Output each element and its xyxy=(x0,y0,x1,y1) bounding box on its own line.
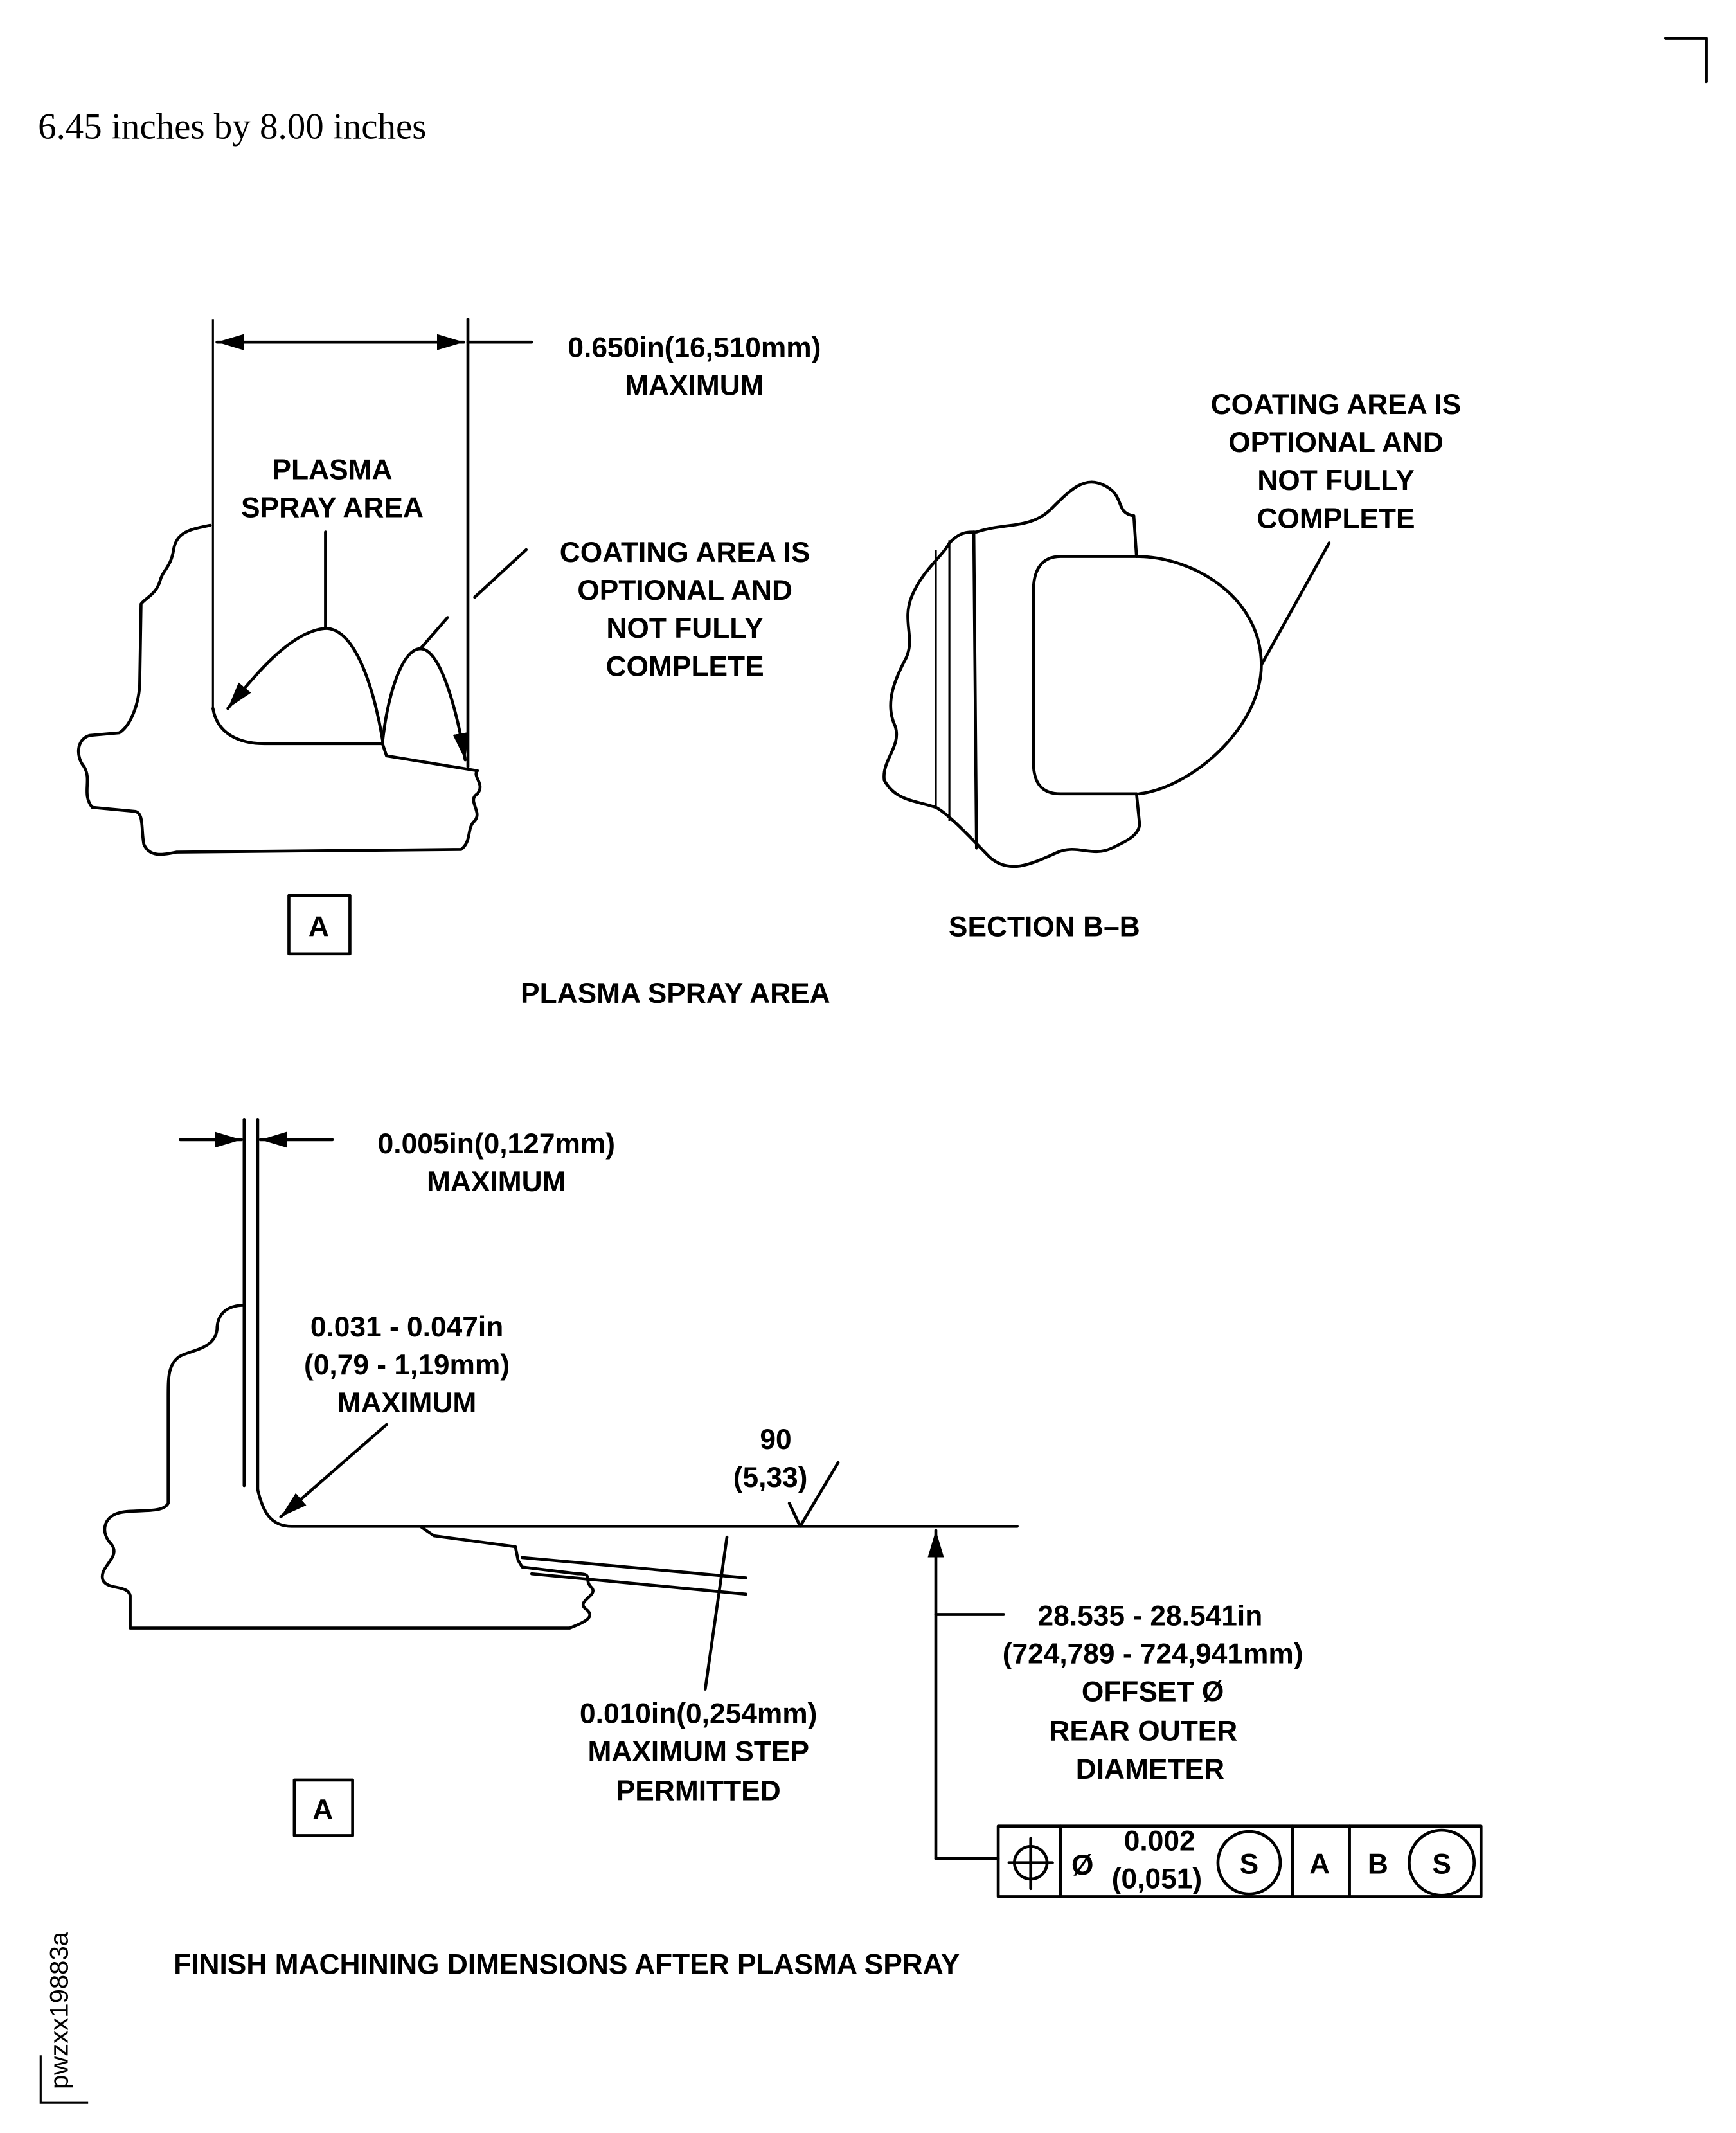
coating-note: COATING AREA IS xyxy=(1211,389,1462,420)
modifier-circle xyxy=(1216,1830,1282,1896)
leader-line xyxy=(418,616,449,651)
coating-bulge xyxy=(1134,555,1263,796)
step-profile xyxy=(418,1525,580,1576)
figure-id: pwzxx19883a xyxy=(46,1931,74,2089)
section-line xyxy=(972,530,978,850)
coating-note: NOT FULLY xyxy=(1257,465,1414,496)
leader-line xyxy=(279,1423,388,1518)
fillet-dimension: 0.031 - 0.047in xyxy=(310,1311,503,1343)
datum-label: A xyxy=(309,911,329,942)
fcf-tolerance-mm: (0,051) xyxy=(1112,1864,1202,1895)
plasma-spray-area-view: 0.650in(16,510mm) MAXIMUM PLASMA SPRAY A… xyxy=(76,317,830,1009)
dimension-text: MAXIMUM xyxy=(427,1166,566,1198)
surface-finish-symbol-icon xyxy=(787,1461,840,1528)
coating-note: COMPLETE xyxy=(1257,503,1415,534)
finish-machining-view: 0.005in(0,127mm) MAXIMUM 0.031 - 0.047in… xyxy=(100,1117,1483,1981)
surface-finish-value: (5,33) xyxy=(733,1462,808,1493)
view-caption: FINISH MACHINING DIMENSIONS AFTER PLASMA… xyxy=(174,1949,960,1981)
machined-surface xyxy=(256,1488,1019,1528)
coating-note: COATING AREA IS xyxy=(560,537,810,568)
dimension-text: 0.650in(16,510mm) xyxy=(568,332,821,363)
leader-line xyxy=(473,548,528,599)
view-caption: PLASMA SPRAY AREA xyxy=(521,978,830,1009)
step-note: MAXIMUM STEP xyxy=(587,1736,809,1767)
fcf-modifier: S xyxy=(1432,1849,1451,1880)
spray-label: PLASMA xyxy=(272,454,392,485)
leader-line xyxy=(1260,541,1331,667)
fillet-dimension: MAXIMUM xyxy=(337,1387,477,1419)
diameter-note: 28.535 - 28.541in xyxy=(1038,1600,1263,1632)
surface-finish-value: 90 xyxy=(760,1424,791,1455)
section-b-b-view: COATING AREA IS OPTIONAL AND NOT FULLY C… xyxy=(882,389,1462,942)
section-outline xyxy=(882,480,1141,869)
datum-label: A xyxy=(312,1794,333,1826)
coating-note: COMPLETE xyxy=(606,651,764,682)
diameter-symbol: Ø xyxy=(1071,1850,1093,1882)
corner-crop-mark xyxy=(39,2055,89,2104)
diameter-note: OFFSET Ø xyxy=(1082,1677,1224,1708)
spray-label: SPRAY AREA xyxy=(241,492,424,523)
step-line xyxy=(521,1556,747,1580)
sheet-size-text: 6.45 inches by 8.00 inches xyxy=(38,107,426,147)
part-outline xyxy=(100,1304,595,1630)
fcf-datum: A xyxy=(1309,1849,1330,1880)
step-line xyxy=(530,1572,747,1596)
fcf-modifier: S xyxy=(1240,1849,1259,1880)
diameter-note: DIAMETER xyxy=(1076,1754,1224,1785)
datum-box xyxy=(292,1778,354,1837)
position-icon xyxy=(1007,1837,1054,1891)
step-note: PERMITTED xyxy=(616,1776,781,1807)
diameter-note: (724,789 - 724,941mm) xyxy=(1003,1638,1303,1670)
fcf-datum: B xyxy=(1368,1849,1388,1880)
fcf-border xyxy=(996,1824,1483,1898)
section-profile xyxy=(1032,555,1138,796)
diameter-note: REAR OUTER xyxy=(1049,1716,1237,1747)
coating-note: OPTIONAL AND xyxy=(577,575,792,606)
dimension-text: 0.005in(0,127mm) xyxy=(378,1128,615,1160)
corner-crop-mark xyxy=(1663,37,1708,84)
dimension-text: MAXIMUM xyxy=(625,370,764,401)
coating-profile-partial xyxy=(380,647,469,762)
feature-control-frame: Ø 0.002 (0,051) S A B S xyxy=(996,1824,1483,1898)
part-outline xyxy=(76,523,482,856)
coating-note: NOT FULLY xyxy=(606,613,763,644)
part-surface xyxy=(211,706,479,773)
step-note: 0.010in(0,254mm) xyxy=(580,1698,817,1729)
modifier-circle xyxy=(1408,1828,1476,1897)
fcf-tolerance: 0.002 xyxy=(1124,1826,1195,1857)
coating-note: OPTIONAL AND xyxy=(1228,427,1444,458)
datum-box xyxy=(287,894,352,956)
leader-line xyxy=(703,1535,729,1691)
coating-profile xyxy=(226,627,384,741)
fillet-dimension: (0,79 - 1,19mm) xyxy=(304,1349,510,1381)
view-caption: SECTION B–B xyxy=(949,911,1140,942)
